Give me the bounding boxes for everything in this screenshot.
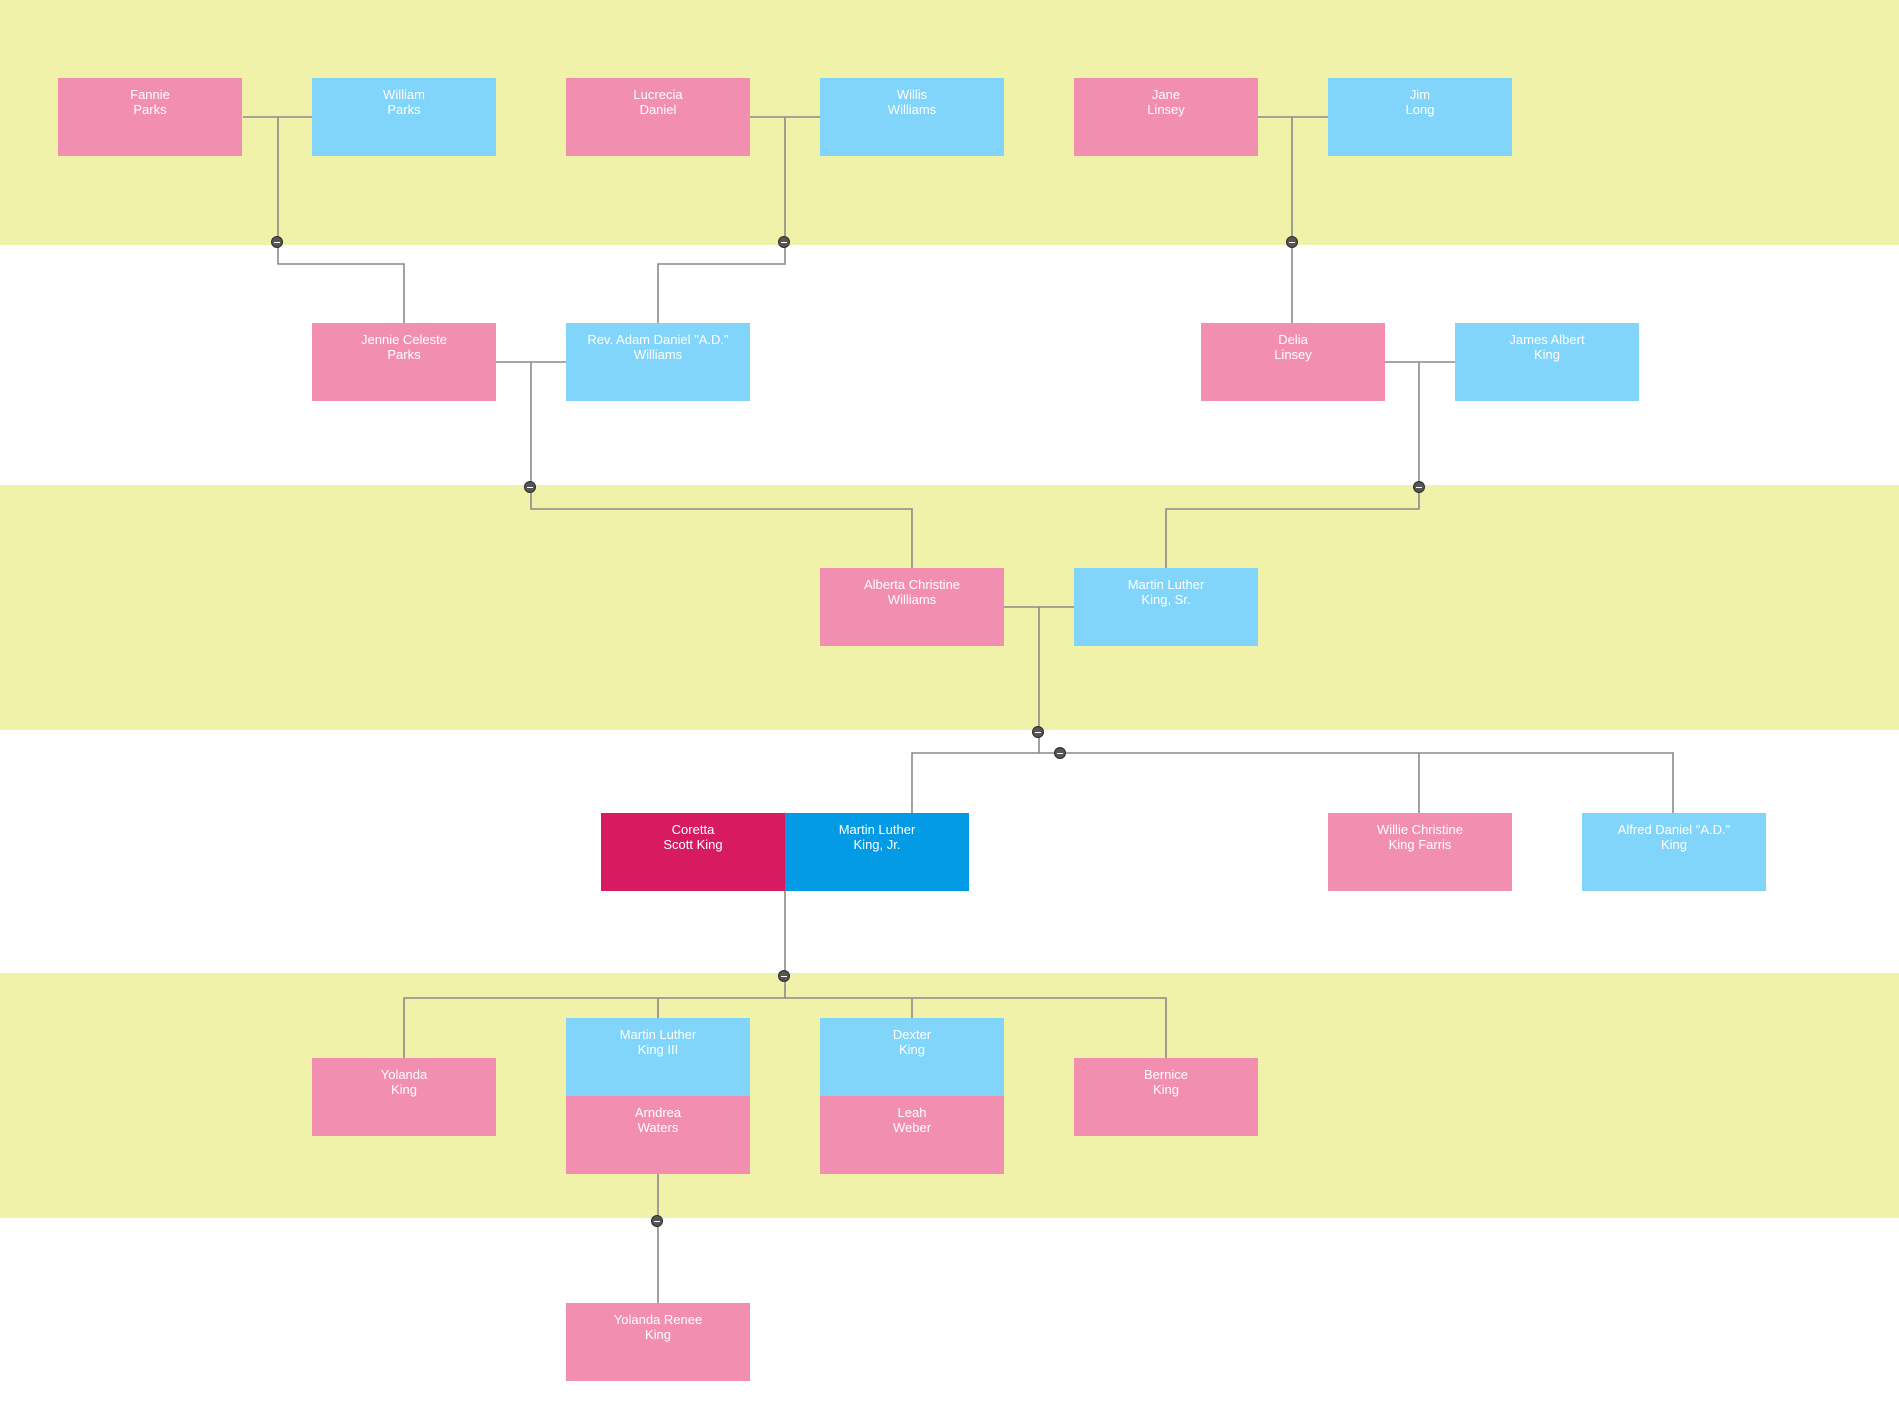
- person-first-name: Alberta Christine: [863, 577, 961, 592]
- person-first-name: Willie Christine: [1377, 822, 1463, 837]
- person-card-jennie-parks[interactable]: Jennie Celeste Parks: [312, 323, 496, 401]
- person-last-name: King III: [637, 1042, 679, 1057]
- person-first-name: Yolanda: [380, 1067, 428, 1082]
- person-card-delia-linsey[interactable]: Delia Linsey: [1201, 323, 1385, 401]
- person-last-name: Weber: [892, 1120, 932, 1135]
- person-first-name: Bernice: [1143, 1067, 1189, 1082]
- person-card-james-king[interactable]: James Albert King: [1455, 323, 1639, 401]
- person-first-name: Leah: [897, 1105, 927, 1120]
- person-card-mlk-sr[interactable]: Martin Luther King, Sr.: [1074, 568, 1258, 646]
- connector-line: [1039, 752, 1674, 813]
- person-card-lucrecia-daniel[interactable]: Lucrecia Daniel: [566, 78, 750, 156]
- person-last-name: Linsey: [1274, 347, 1312, 362]
- collapse-toggle-icon[interactable]: [271, 236, 283, 248]
- person-last-name: King, Jr.: [853, 837, 901, 852]
- person-first-name: Delia: [1278, 332, 1308, 347]
- collapse-toggle-icon[interactable]: [1286, 236, 1298, 248]
- connector-line: [530, 487, 913, 568]
- person-first-name: James Albert: [1509, 332, 1585, 347]
- person-last-name: King: [1152, 1082, 1180, 1097]
- person-card-bernice-king[interactable]: Bernice King: [1074, 1058, 1258, 1136]
- person-card-yolanda-king[interactable]: Yolanda King: [312, 1058, 496, 1136]
- person-first-name: Fannie: [130, 87, 170, 102]
- person-last-name: King: [1660, 837, 1688, 852]
- person-last-name: King: [898, 1042, 926, 1057]
- person-last-name: King Farris: [1388, 837, 1452, 852]
- connector-line: [911, 732, 1040, 813]
- collapse-toggle-icon[interactable]: [1413, 481, 1425, 493]
- person-card-leah-weber[interactable]: Leah Weber: [820, 1096, 1004, 1174]
- collapse-toggle-icon[interactable]: [778, 970, 790, 982]
- person-card-willie-farris[interactable]: Willie Christine King Farris: [1328, 813, 1512, 891]
- person-last-name: Long: [1405, 102, 1435, 117]
- person-last-name: Parks: [387, 102, 421, 117]
- person-card-alberta-williams[interactable]: Alberta Christine Williams: [820, 568, 1004, 646]
- connector-line: [1165, 487, 1420, 568]
- person-last-name: King: [644, 1327, 672, 1342]
- person-last-name: Waters: [637, 1120, 679, 1135]
- person-card-coretta-king[interactable]: Coretta Scott King: [601, 813, 785, 891]
- person-first-name: Rev. Adam Daniel "A.D.": [587, 332, 729, 347]
- collapse-toggle-icon[interactable]: [524, 481, 536, 493]
- person-last-name: King: [390, 1082, 418, 1097]
- person-last-name: Linsey: [1147, 102, 1185, 117]
- person-first-name: Alfred Daniel "A.D.": [1617, 822, 1731, 837]
- connector-line: [403, 976, 786, 1058]
- connector-line: [657, 242, 786, 323]
- person-card-jane-linsey[interactable]: Jane Linsey: [1074, 78, 1258, 156]
- person-last-name: Scott King: [663, 837, 723, 852]
- person-first-name: Dexter: [892, 1027, 932, 1042]
- collapse-toggle-icon[interactable]: [1054, 747, 1066, 759]
- person-last-name: Parks: [387, 347, 421, 362]
- person-card-alfred-king[interactable]: Alfred Daniel "A.D." King: [1582, 813, 1766, 891]
- person-last-name: King, Sr.: [1141, 592, 1191, 607]
- person-last-name: Parks: [133, 102, 167, 117]
- person-first-name: Martin Luther: [1127, 577, 1205, 592]
- person-first-name: Jennie Celeste: [361, 332, 447, 347]
- person-last-name: Williams: [887, 102, 937, 117]
- person-first-name: Lucrecia: [633, 87, 683, 102]
- person-card-willis-williams[interactable]: Willis Williams: [820, 78, 1004, 156]
- person-last-name: King: [1533, 347, 1561, 362]
- person-card-mlk-iii[interactable]: Martin Luther King III: [566, 1018, 750, 1096]
- person-last-name: Daniel: [639, 102, 677, 117]
- collapse-toggle-icon[interactable]: [778, 236, 790, 248]
- person-card-dexter-king[interactable]: Dexter King: [820, 1018, 1004, 1096]
- person-last-name: Williams: [633, 347, 683, 362]
- person-first-name: Jim: [1409, 87, 1431, 102]
- person-first-name: Martin Luther: [619, 1027, 697, 1042]
- person-first-name: William: [383, 87, 425, 102]
- person-card-fannie-parks[interactable]: Fannie Parks: [58, 78, 242, 156]
- person-first-name: Jane: [1151, 87, 1181, 102]
- person-first-name: Willis: [896, 87, 928, 102]
- person-last-name: Williams: [887, 592, 937, 607]
- person-first-name: Martin Luther: [838, 822, 916, 837]
- person-first-name: Coretta: [671, 822, 715, 837]
- person-card-yolanda-renee[interactable]: Yolanda Renee King: [566, 1303, 750, 1381]
- person-card-arndrea-waters[interactable]: Arndrea Waters: [566, 1096, 750, 1174]
- person-first-name: Yolanda Renee: [613, 1312, 703, 1327]
- collapse-toggle-icon[interactable]: [1032, 726, 1044, 738]
- person-card-mlk-jr[interactable]: Martin Luther King, Jr.: [785, 813, 969, 891]
- person-card-jim-long[interactable]: Jim Long: [1328, 78, 1512, 156]
- person-first-name: Arndrea: [634, 1105, 682, 1120]
- collapse-toggle-icon[interactable]: [651, 1215, 663, 1227]
- person-card-william-parks[interactable]: William Parks: [312, 78, 496, 156]
- connector-line: [277, 242, 405, 323]
- person-card-adam-williams[interactable]: Rev. Adam Daniel "A.D." Williams: [566, 323, 750, 401]
